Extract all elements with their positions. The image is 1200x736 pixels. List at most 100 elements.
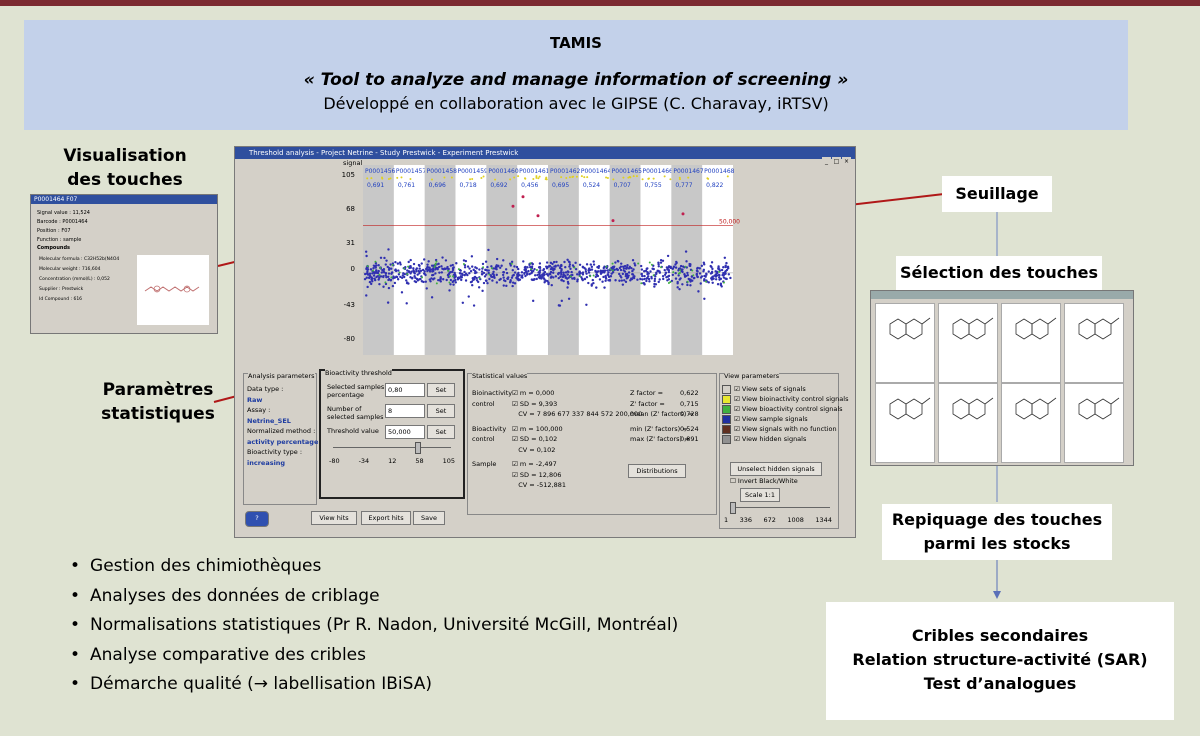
export-hits-button[interactable]: Export hits [361,511,411,525]
control-point [535,176,538,179]
help-button[interactable]: ? [245,511,269,527]
control-point [635,175,638,178]
sample-point [578,263,582,266]
distributions-button[interactable]: Distributions [628,464,686,478]
sample-point [467,295,470,298]
sample-point [676,282,679,285]
hit-point[interactable] [511,204,515,208]
close-icon[interactable]: × [842,157,851,166]
molecule-thumbnail[interactable] [1001,383,1061,463]
view-panel-title: View parameters [724,372,780,380]
sample-point [643,283,646,286]
minimize-icon[interactable]: _ [822,157,831,166]
molecule-thumbnail[interactable] [875,303,935,383]
control-point [450,176,453,179]
plate-band [424,165,456,355]
sample-point [657,280,660,284]
cribles-line-3: Test d’analogues [923,674,1077,693]
molecule-thumbnail[interactable] [1064,383,1124,463]
sample-point [371,272,374,275]
sample-point [426,265,429,269]
sample-point [491,272,495,275]
molecule-thumbnail[interactable] [1064,303,1124,383]
sample-point [717,276,721,279]
sample-point [648,280,651,283]
view-hits-button[interactable]: View hits [311,511,357,525]
control-point [538,175,541,178]
view-option[interactable]: ☑ View hidden signals [722,434,848,444]
sample-point [432,269,435,273]
sample-point [721,274,725,277]
num-sel-input[interactable]: 8 [385,404,425,418]
view-option[interactable]: ☑ View signals with no function [722,424,848,434]
sample-point [518,274,521,277]
sample-point [630,267,633,270]
sample-point [387,248,390,251]
sample-point [382,271,386,274]
hit-point[interactable] [536,214,540,218]
sample-point [661,259,665,263]
molecule-thumbnail[interactable] [938,383,998,463]
sample-point [445,267,449,270]
sample-point [422,280,425,284]
sample-point [504,268,508,271]
view-option[interactable]: ☑ View bioinactivity control signals [722,394,848,404]
sample-point [690,275,694,278]
sample-point [473,275,477,279]
sample-point [427,260,430,263]
sample-point [487,248,490,252]
sample-point [440,271,444,274]
view-option[interactable]: ☑ View sets of signals [722,384,848,394]
feature-item: Analyses des données de criblage [70,582,678,612]
control-point [586,176,589,179]
molecule-thumbnail[interactable] [1001,303,1061,383]
set-threshold-button[interactable]: Set [427,425,455,439]
control-point [660,266,663,269]
sample-point [469,269,473,273]
sample-point [471,284,474,287]
sample-point [565,277,569,280]
threshold-slider-handle[interactable] [415,442,421,454]
threshold-slider-track[interactable] [333,447,451,448]
view-option[interactable]: ☑ View sample signals [722,414,848,424]
scale-slider-handle[interactable] [730,502,736,514]
sel-pct-input[interactable]: 0,80 [385,383,425,397]
threshold-label: Threshold value [327,427,379,435]
sample-point [545,261,549,264]
molecule-thumbnail[interactable] [875,383,935,463]
sample-point [696,270,699,273]
sample-point [426,263,429,266]
sample-point [409,258,412,262]
sample-point [482,271,486,275]
unselect-hidden-button[interactable]: Unselect hidden signals [730,462,822,476]
hit-point[interactable] [521,195,525,199]
sample-point [423,258,426,261]
sample-point [373,265,377,268]
invert-checkbox[interactable]: ☐ Invert Black/White [730,477,798,485]
plate-value: 0,822 [706,182,723,189]
view-option[interactable]: ☑ View bioactivity control signals [722,404,848,414]
sample-point [542,272,545,275]
set-num-button[interactable]: Set [427,404,455,418]
set-pct-button[interactable]: Set [427,383,455,397]
header-title: TAMIS [550,34,602,52]
threshold-input[interactable]: 50,000 [385,425,425,439]
scale-button[interactable]: Scale 1:1 [740,488,780,502]
molecule-thumbnail[interactable] [938,303,998,383]
control-point [569,275,572,278]
plate-band [671,165,703,355]
sample-point [627,274,630,277]
sample-point [641,274,644,278]
hit-point[interactable] [611,219,615,223]
assay-value: Netrine_SEL [247,416,291,425]
control-point [529,262,532,265]
sample-point [696,275,699,278]
save-button[interactable]: Save [413,511,445,525]
hit-point[interactable] [681,212,685,216]
sample-point [517,277,520,280]
scale-slider-track[interactable] [730,507,830,508]
sample-point [466,273,469,277]
sample-point [413,271,416,274]
control-point [609,268,612,271]
maximize-icon[interactable]: □ [832,157,841,166]
